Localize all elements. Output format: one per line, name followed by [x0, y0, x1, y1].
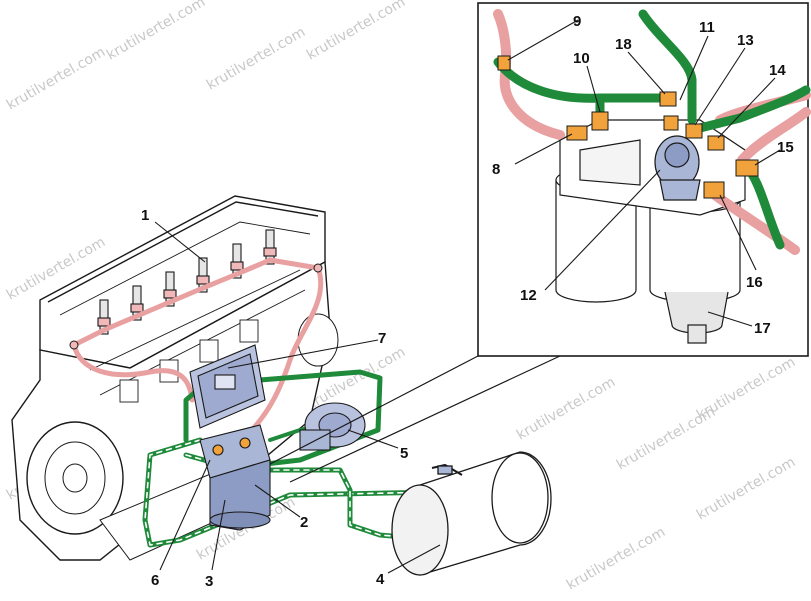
watermark: krutilvertel.com	[514, 374, 618, 443]
callout-16: 16	[746, 274, 763, 291]
callout-10: 10	[573, 50, 590, 67]
callout-14: 14	[769, 62, 786, 79]
watermark: krutilvertel.com	[564, 524, 668, 593]
fitting	[735, 159, 759, 177]
callout-17: 17	[754, 320, 771, 337]
callout-18: 18	[615, 36, 632, 53]
callout-13: 13	[737, 32, 754, 49]
injector	[230, 243, 244, 279]
injector	[97, 299, 111, 335]
callout-11: 11	[699, 19, 715, 36]
inset-fittings	[497, 55, 759, 199]
watermark: krutilvertel.com	[304, 0, 408, 63]
return-fitting	[313, 263, 323, 273]
inset-filter-assembly	[555, 119, 746, 344]
callout-1: 1	[141, 207, 149, 224]
callout-2: 2	[300, 514, 308, 531]
injector-row	[97, 229, 277, 335]
fuel-tank	[391, 451, 552, 576]
watermark: krutilvertel.com	[4, 44, 108, 113]
callout-9: 9	[573, 13, 581, 30]
callout-5: 5	[400, 445, 408, 462]
callout-7: 7	[378, 330, 386, 347]
fitting	[707, 135, 725, 151]
fitting	[663, 115, 679, 131]
callout-leaders	[154, 19, 781, 574]
injector	[163, 271, 177, 307]
fitting	[703, 181, 725, 199]
watermark: krutilvertel.com	[204, 24, 308, 93]
callout-labels: 1 2 3 4 5 6 7 8 9 10 11 12 13 14 15 16 1…	[141, 13, 794, 590]
fitting	[659, 91, 677, 107]
callout-4: 4	[376, 571, 385, 588]
engine-control-unit	[189, 344, 266, 429]
engine-fuel-filter-module	[199, 424, 271, 531]
callout-8: 8	[492, 161, 500, 178]
callout-12: 12	[520, 287, 537, 304]
fitting	[591, 111, 609, 131]
callout-6: 6	[151, 572, 159, 589]
injector	[263, 229, 277, 265]
injector	[130, 285, 144, 321]
fitting	[566, 125, 588, 141]
injector	[196, 257, 210, 293]
return-fitting	[69, 340, 79, 350]
callout-3: 3	[205, 573, 213, 590]
watermark: krutilvertel.com	[694, 354, 798, 423]
callout-15: 15	[777, 139, 794, 156]
fitting	[685, 123, 703, 139]
watermark: krutilvertel.com	[104, 0, 208, 63]
watermark: krutilvertel.com	[694, 454, 798, 523]
fitting	[497, 55, 511, 71]
